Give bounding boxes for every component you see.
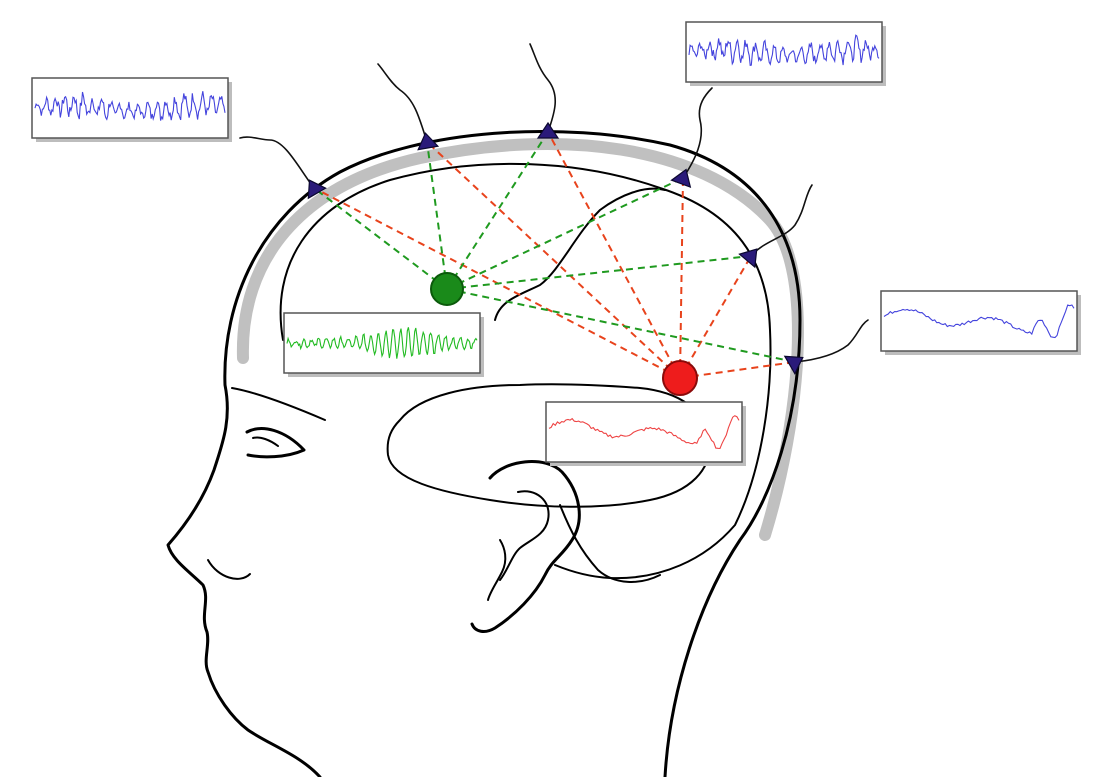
scalp-trace-3 — [880, 290, 1081, 355]
deep-source-dot — [430, 272, 464, 306]
ear-fold — [487, 539, 507, 601]
electrode-wire-e6 — [794, 319, 869, 363]
scalp-trace-1-waveform — [34, 91, 226, 121]
signal-traces — [31, 21, 1081, 466]
eye — [245, 427, 306, 459]
electrode-wire-e5 — [750, 184, 813, 257]
scalp-trace-2 — [685, 21, 886, 86]
cortex-outline — [279, 162, 772, 580]
path-superficial-to-e2 — [426, 141, 681, 379]
eyebrow — [231, 387, 326, 421]
path-superficial-to-e4 — [679, 177, 684, 379]
electrode-e6 — [783, 355, 804, 375]
path-deep-to-e1 — [313, 187, 448, 290]
scalp-trace-2-waveform — [688, 34, 880, 66]
ear-inner — [499, 490, 550, 581]
source-trace-superficial-frame — [545, 401, 743, 463]
brain-stem — [559, 504, 661, 583]
temporal-lobe — [386, 383, 712, 508]
propagation-paths — [313, 131, 796, 379]
source-trace-superficial-waveform — [548, 415, 740, 449]
scalp-trace-3-waveform — [883, 304, 1075, 339]
electrode-e5 — [738, 248, 758, 269]
electrode-wire-e3 — [529, 43, 556, 133]
ear — [470, 460, 581, 633]
electrodes — [239, 43, 869, 375]
path-superficial-to-e6 — [679, 361, 796, 379]
head-outline — [166, 129, 802, 777]
electrode-wire-e1 — [239, 136, 315, 189]
lateral-sulcus — [494, 187, 666, 321]
scalp-trace-1 — [31, 77, 232, 142]
electrode-e2 — [417, 132, 440, 151]
electrode-e1 — [307, 179, 327, 200]
electrode-wire-e2 — [377, 63, 428, 143]
superficial-source-dot — [662, 360, 698, 396]
eye-upper — [252, 436, 279, 447]
electrode-e4 — [670, 168, 692, 189]
scalp-trace-3-frame — [880, 290, 1078, 352]
path-deep-to-e4 — [446, 177, 684, 290]
path-superficial-to-e5 — [679, 255, 752, 379]
electrode-e3 — [536, 121, 560, 139]
path-superficial-to-e3 — [547, 131, 681, 379]
path-deep-to-e6 — [446, 288, 796, 363]
source-trace-deep — [283, 312, 484, 377]
electrode-wire-e4 — [682, 87, 713, 179]
source-trace-superficial — [545, 401, 746, 466]
path-deep-to-e2 — [426, 141, 448, 290]
source-trace-deep-waveform — [286, 327, 478, 359]
path-deep-to-e5 — [446, 255, 752, 290]
nostril — [207, 559, 251, 580]
